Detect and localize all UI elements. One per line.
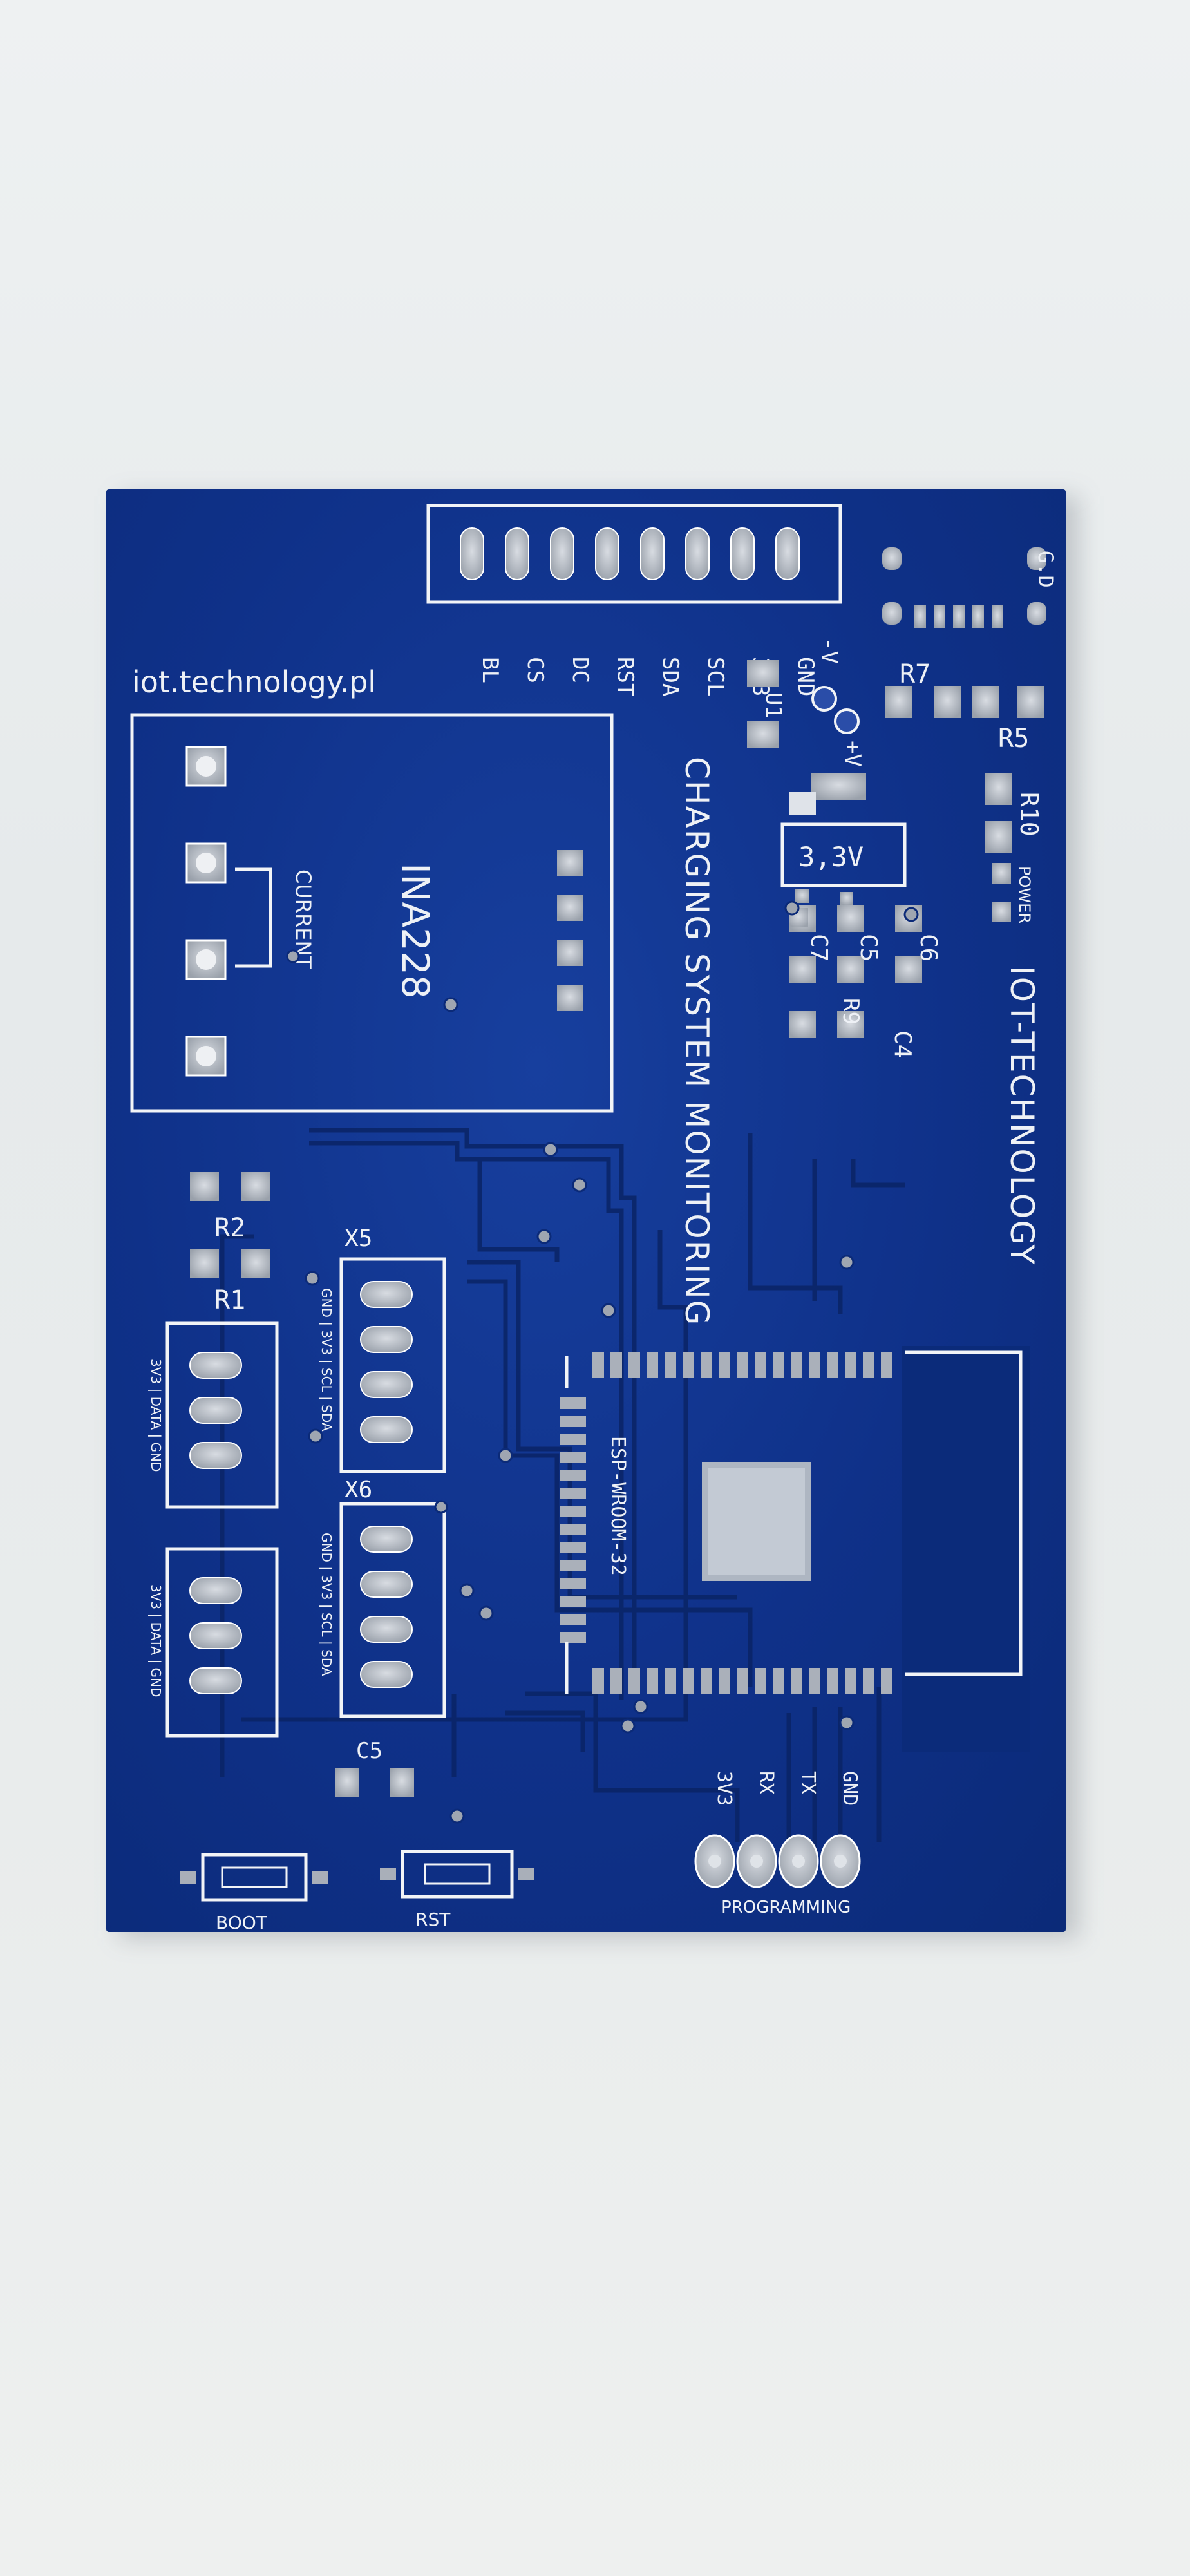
- antenna-area: [902, 1346, 1030, 1752]
- pcb-artwork: GND 3V3 SCL SDA RST DC CS BL iot.technol…: [130, 504, 1058, 1932]
- u1-label: U1: [760, 692, 786, 719]
- vias: [286, 900, 919, 1824]
- r10-label: R10: [1015, 792, 1043, 837]
- programming-pins: [694, 1834, 861, 1888]
- pin-label-bl: BL: [477, 657, 503, 683]
- r10-pad-1: [985, 773, 1012, 805]
- ina228-pads: [185, 746, 583, 1077]
- rst-label: RST: [415, 1909, 451, 1930]
- x6-label: X6: [345, 1477, 372, 1503]
- sensor-connector-2-outline: [165, 1547, 279, 1738]
- r10-pad-2: [985, 821, 1012, 853]
- prog-pin-3v3: 3V3: [713, 1771, 735, 1806]
- programming-label: PROGRAMMING: [721, 1898, 851, 1917]
- display-header-pins: [460, 527, 800, 580]
- sensor-connector-2-pins: [189, 1577, 242, 1694]
- sensor-connector-1-pins: [189, 1352, 242, 1469]
- capacitor-pads: [789, 792, 922, 1038]
- copper-traces: [220, 1128, 905, 1855]
- power-input-pads: [811, 686, 860, 734]
- pcb-board: GND 3V3 SCL SDA RST DC CS BL iot.technol…: [106, 489, 1066, 1932]
- u1-pad-1: [747, 660, 779, 687]
- display-header-outline: [426, 504, 842, 604]
- pin-label-rst: RST: [612, 657, 638, 696]
- current-bracket: [235, 867, 272, 968]
- esp-label: ESP-WROOM-32: [607, 1436, 629, 1576]
- r1-r2-pads: [190, 1172, 270, 1278]
- r7-label: R7: [900, 659, 930, 689]
- right-pad-4: [1027, 602, 1046, 625]
- pin-label-gnd: GND: [793, 657, 818, 696]
- led-pad-2: [992, 902, 1011, 922]
- vplus-label: +V: [840, 741, 865, 767]
- x6-pins: [360, 1526, 413, 1688]
- vminus-label: -V: [817, 638, 842, 664]
- esp-pads-top: [592, 1352, 892, 1378]
- c6-label: C6: [915, 934, 941, 961]
- power-led-label: POWER: [1015, 866, 1034, 923]
- right-pad-2: [882, 602, 902, 625]
- rst-button: [380, 1850, 534, 1899]
- gnd-d-label: G.D: [1034, 551, 1058, 588]
- x6-outline: [339, 1502, 446, 1718]
- led-pad-1: [992, 863, 1011, 884]
- u1-pad-2: [747, 721, 779, 748]
- right-pad-1: [882, 547, 902, 570]
- prog-pin-rx: RX: [755, 1771, 777, 1794]
- sensor-connector-1-label: 3V3 | DATA | GND: [148, 1359, 164, 1472]
- r2-label: R2: [214, 1213, 245, 1243]
- c4-label: C4: [889, 1030, 916, 1058]
- pin-label-cs: CS: [522, 657, 548, 683]
- r5-label: R5: [998, 724, 1029, 753]
- esp-pads-left: [560, 1397, 586, 1643]
- c5b-pad-1: [335, 1768, 359, 1797]
- x5-pins: [360, 1281, 413, 1443]
- right-pad-3: [1027, 547, 1046, 570]
- voltage-label: 3,3V: [798, 841, 864, 873]
- c5-label: C5: [855, 934, 882, 961]
- r9-label: R9: [838, 998, 864, 1025]
- voltage-box: [780, 822, 907, 887]
- pin-label-dc: DC: [567, 657, 593, 683]
- resistor-array-pads: [914, 605, 1003, 628]
- c7-label: C7: [806, 934, 832, 961]
- u1-pad-tab: [811, 773, 866, 800]
- r7-r5-pads: [885, 686, 1044, 718]
- x5-outline: [339, 1257, 446, 1473]
- sensor-connector-1-outline: [165, 1321, 279, 1509]
- board-title: CHARGING SYSTEM MONITORING: [678, 757, 715, 1326]
- x5-label: X5: [345, 1226, 372, 1252]
- x5-pin-label: GND | 3V3 | SCL | SDA: [319, 1288, 334, 1432]
- boot-label: BOOT: [216, 1912, 268, 1932]
- esp-thermal-pad-inner: [708, 1468, 805, 1575]
- prog-pin-tx: TX: [797, 1771, 819, 1794]
- ina228-label: INA228: [393, 863, 437, 999]
- prog-pin-gnd: GND: [838, 1771, 861, 1806]
- c5b-pad-2: [390, 1768, 414, 1797]
- pin-label-scl: SCL: [703, 657, 728, 696]
- esp-pads-bottom: [592, 1668, 892, 1694]
- c5b-label: C5: [356, 1738, 382, 1764]
- x6-pin-label: GND | 3V3 | SCL | SDA: [319, 1533, 334, 1676]
- pin-label-sda: SDA: [657, 657, 683, 696]
- r1-label: R1: [214, 1285, 245, 1315]
- antenna-outline: [905, 1350, 1023, 1676]
- website-label: iot.technology.pl: [132, 665, 376, 699]
- boot-button: [180, 1853, 328, 1902]
- ina228-outline: [130, 713, 614, 1113]
- sensor-connector-2-label: 3V3 | DATA | GND: [148, 1584, 164, 1697]
- brand-label: IOT-TECHNOLOGY: [1003, 966, 1041, 1265]
